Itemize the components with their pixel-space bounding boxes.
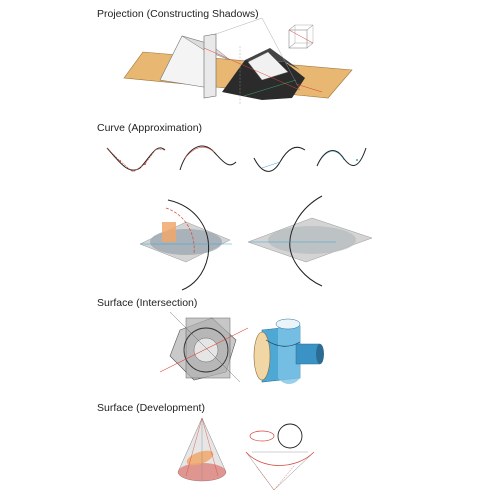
vertical-plate bbox=[203, 33, 217, 99]
isometric-cube bbox=[288, 24, 314, 49]
space-curve-right bbox=[247, 195, 373, 287]
intersection-projection-view bbox=[159, 311, 249, 383]
construction-line-green bbox=[243, 79, 297, 97]
cone-development-diagram bbox=[177, 417, 227, 482]
section-title-intersection: Surface (Intersection) bbox=[97, 297, 198, 309]
construction-line-red bbox=[203, 47, 301, 91]
section-title-development: Surface (Development) bbox=[97, 402, 205, 414]
cone-unrolled-sector bbox=[245, 423, 315, 491]
approx-curve-1 bbox=[106, 147, 166, 173]
approx-curve-4 bbox=[316, 147, 367, 167]
curve-approximation-row bbox=[106, 145, 367, 173]
space-curve-left bbox=[139, 199, 232, 291]
shadow-projection-diagram bbox=[123, 17, 353, 104]
intersecting-cylinders bbox=[253, 318, 324, 384]
section-title-curve: Curve (Approximation) bbox=[97, 122, 203, 134]
section-title-projection: Projection (Constructing Shadows) bbox=[97, 8, 259, 20]
construction-line bbox=[261, 17, 301, 91]
approx-curve-3 bbox=[253, 146, 306, 172]
construction-line-red bbox=[295, 83, 323, 93]
approx-curve-2 bbox=[179, 145, 237, 171]
construction-line bbox=[215, 17, 263, 35]
roof-piece bbox=[247, 51, 289, 81]
